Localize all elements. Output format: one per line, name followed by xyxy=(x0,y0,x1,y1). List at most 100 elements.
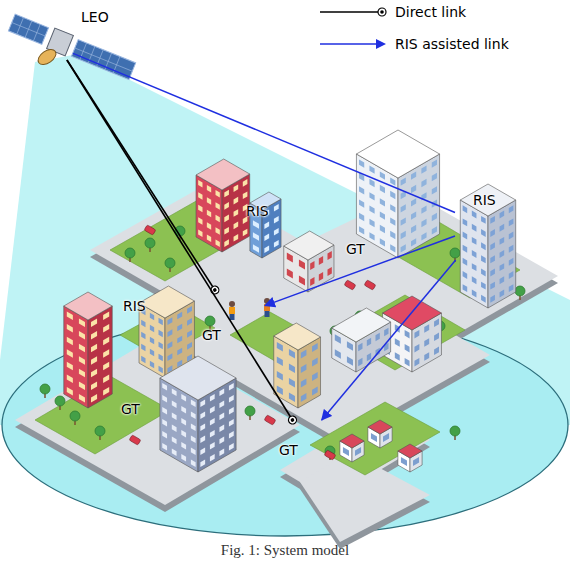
window xyxy=(79,319,85,328)
window xyxy=(463,271,468,279)
window xyxy=(421,219,426,227)
building-roof xyxy=(196,159,250,190)
window xyxy=(141,344,145,351)
tree xyxy=(40,384,50,398)
tree xyxy=(165,258,175,272)
window xyxy=(219,400,224,408)
window xyxy=(181,442,186,450)
window xyxy=(159,366,163,373)
window xyxy=(490,255,495,263)
window xyxy=(401,178,406,186)
window xyxy=(141,332,145,339)
window xyxy=(172,388,177,396)
window xyxy=(103,387,109,396)
building xyxy=(340,434,364,462)
node-label: RIS xyxy=(246,203,269,219)
window xyxy=(312,343,318,352)
window xyxy=(509,218,514,226)
window xyxy=(264,233,269,241)
window xyxy=(463,245,468,253)
window xyxy=(216,227,220,234)
window xyxy=(224,227,229,235)
window xyxy=(91,394,97,403)
window xyxy=(500,289,505,297)
window xyxy=(141,356,145,363)
window xyxy=(335,349,341,359)
person xyxy=(229,301,235,320)
window xyxy=(481,255,486,263)
window xyxy=(424,338,429,346)
tree xyxy=(450,426,460,440)
window xyxy=(177,312,182,320)
window xyxy=(172,424,177,432)
window xyxy=(150,313,154,320)
window xyxy=(384,328,388,337)
window xyxy=(359,200,364,208)
legend-line xyxy=(320,11,380,13)
building-roof xyxy=(340,434,364,448)
window xyxy=(172,436,177,444)
window xyxy=(200,423,205,431)
window xyxy=(411,238,416,246)
building xyxy=(368,420,392,448)
window xyxy=(224,215,229,223)
window xyxy=(159,342,163,349)
tree-crown xyxy=(205,316,215,326)
window xyxy=(79,394,85,403)
window xyxy=(141,320,145,327)
window xyxy=(219,424,224,432)
window xyxy=(405,358,410,366)
window xyxy=(405,344,410,352)
window xyxy=(380,238,385,246)
window xyxy=(200,399,205,407)
window xyxy=(207,222,211,229)
tree-crown xyxy=(515,286,525,296)
window xyxy=(234,209,239,217)
window xyxy=(177,324,182,332)
window xyxy=(162,407,167,415)
window xyxy=(369,192,374,200)
window xyxy=(234,197,239,205)
window xyxy=(172,400,177,408)
window xyxy=(424,324,429,332)
window xyxy=(207,210,211,217)
window xyxy=(91,356,97,365)
tree-crown xyxy=(450,426,460,436)
window xyxy=(359,160,364,168)
window xyxy=(432,186,437,194)
window xyxy=(162,395,167,403)
window xyxy=(414,330,419,338)
window xyxy=(216,215,220,222)
building-wall xyxy=(88,306,112,408)
window xyxy=(301,378,307,387)
window xyxy=(216,240,220,247)
window xyxy=(395,338,400,346)
window xyxy=(243,191,248,199)
window xyxy=(103,324,109,333)
window xyxy=(191,423,196,431)
window xyxy=(287,269,293,279)
window xyxy=(490,295,495,303)
panel-grid xyxy=(12,23,45,36)
tree xyxy=(325,446,335,460)
window xyxy=(67,387,73,396)
window xyxy=(198,230,202,237)
legend-dot xyxy=(378,8,386,16)
building xyxy=(250,192,281,258)
window xyxy=(390,204,395,212)
window xyxy=(103,312,109,321)
window xyxy=(500,237,505,245)
window xyxy=(172,448,177,456)
window xyxy=(509,271,514,279)
car xyxy=(324,450,336,460)
window xyxy=(490,269,495,277)
window xyxy=(390,191,395,199)
window xyxy=(411,198,416,206)
window xyxy=(200,459,205,467)
window xyxy=(490,229,495,237)
window xyxy=(167,329,172,337)
window xyxy=(234,222,239,230)
window xyxy=(229,443,234,451)
window xyxy=(200,447,205,455)
ris-assisted-link xyxy=(73,53,455,212)
